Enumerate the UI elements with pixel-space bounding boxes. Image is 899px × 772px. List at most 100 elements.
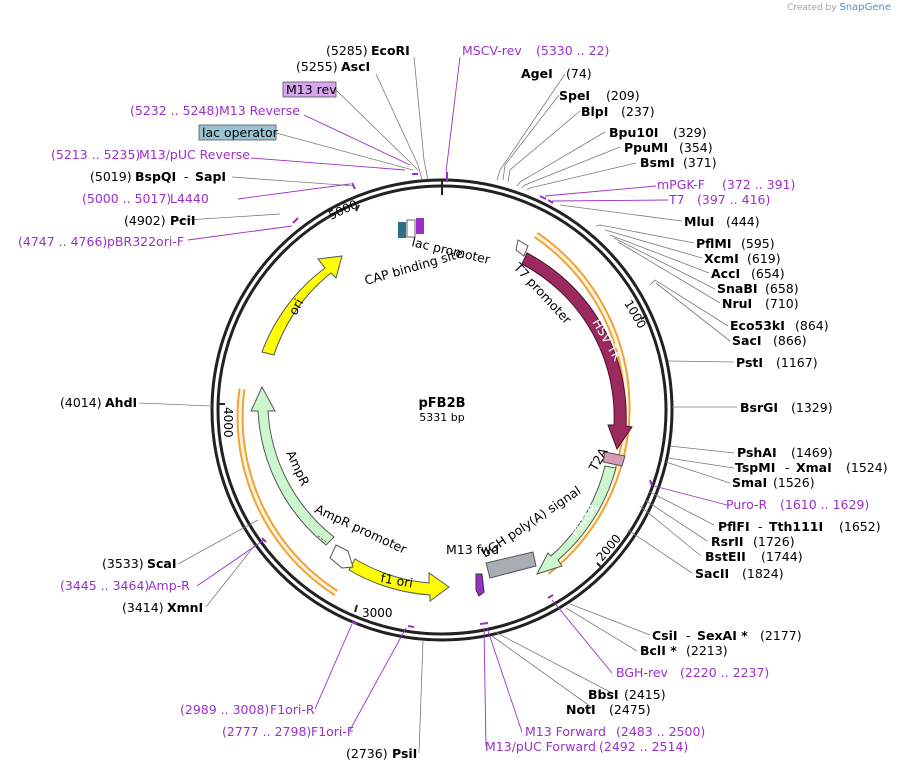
enzyme-sexai: SexAI * [697,628,748,643]
primer-f1ori-r: F1ori-R [270,702,315,717]
enzyme-bsteii: BstEII [705,549,746,564]
primer-mark-puro-r [649,479,653,487]
enzyme-snabi: SnaBI [717,281,758,296]
enzyme-acci-pos: (654) [751,266,785,281]
enzyme-agei-pos: (74) [566,66,592,81]
primer-mark-m13fwd [479,622,489,625]
snapgene-watermark: Created by SnapGene [787,2,891,13]
enzyme-csii-sep: - [686,628,691,643]
enzyme-psti-pos: (1167) [776,355,818,370]
enzyme-noti: NotI [566,702,596,717]
enzyme-pflmi: PflMI [696,236,732,251]
primer-mpgk-f-range: (372 .. 391) [722,177,795,192]
m13-fwd-feature [475,573,485,597]
cap-binding-site-feature [398,222,406,238]
primer-amp-r: Amp-R [148,578,190,593]
primer-marks [261,172,653,628]
tick-mark-1000 [640,315,648,320]
primer-leaders [187,56,728,747]
puror-feature [535,465,617,575]
m13-fwd-label: M13 fwd [446,542,499,557]
tick-mark-3000 [354,604,358,613]
primer-pbr322ori-f-range: (4747 .. 4766) [18,234,107,249]
primer-m13puc-reverse: M13/pUC Reverse [139,147,250,162]
enzyme-rsrii-pos: (1726) [753,534,795,549]
enzyme-tspmi: TspMI [735,460,775,475]
enzyme-bsmi-pos: (371) [683,155,717,170]
primer-mark-pbr322 [292,217,299,224]
m13-rev-box [282,81,337,98]
enzyme-bpu10i-pos: (329) [673,125,707,140]
ampr-promoter-feature [329,544,354,569]
enzyme-pflfi: PflFI [718,519,750,534]
enzyme-acci: AccI [711,266,740,281]
ori-feature [261,255,343,356]
primer-f1ori-f-range: (2777 .. 2798) [222,724,311,739]
tick-label-4000: 4000 [221,407,235,438]
primer-bgh-rev-range: (2220 .. 2237) [680,665,769,680]
enzyme-ecori: EcoRI [371,43,410,58]
primer-puro-r-range: (1610 .. 1629) [780,497,869,512]
primer-m13-forward: M13 Forward [525,724,606,739]
primer-l4440: L4440 [170,191,209,206]
t7-promoter-feature [515,239,529,257]
tick-label-3000: 3000 [362,606,393,620]
enzyme-sapi: SapI [195,169,226,184]
enzyme-psti: PstI [736,355,763,370]
enzyme-bspqi: BspQI [135,169,176,184]
enzyme-bbsi-pos: (2415) [624,687,666,702]
enzyme-smai-pos: (1526) [773,475,815,490]
lac-operator-box [198,124,277,141]
enzyme-eco53ki-pos: (864) [795,318,829,333]
created-by-text: Created by [787,3,837,13]
primer-mark-bgh [547,594,554,599]
primer-mark-f1ori-r [351,621,358,625]
enzyme-csii: CsiI [652,628,678,643]
ampr-internal-mark [317,535,327,543]
primer-mpgk-f: mPGK-F [657,177,705,192]
hsv-tk-feature [521,252,633,451]
enzyme-csii-pos: (2177) [760,628,802,643]
bgh-polya-feature [485,551,537,579]
enzyme-eco53ki: Eco53kI [730,318,785,333]
enzyme-smai: SmaI [732,475,767,490]
enzyme-pflmi-pos: (595) [741,236,775,251]
primer-mscv-rev-range: (5330 .. 22) [536,43,609,58]
enzyme-blpi-pos: (237) [621,104,655,119]
primer-m13puc-forward: M13/pUC Forward [485,739,596,754]
enzyme-tth111i: Tth111I [769,519,823,534]
enzyme-pshai-pos: (1469) [791,445,833,460]
enzyme-ppumi: PpuMI [624,140,668,155]
enzyme-snabi-pos: (658) [765,281,799,296]
primer-amp-r-range: (3445 .. 3464) [60,578,149,593]
ori-label: ori [285,296,306,317]
f1-ori-label: f1 ori [379,570,414,590]
primer-t7-range: (397 .. 416) [697,192,770,207]
enzyme-rsrii: RsrII [711,534,744,549]
enzyme-spei-pos: (209) [606,88,640,103]
primer-puro-r: Puro-R [726,497,767,512]
m13-rev-box-leader [335,89,419,171]
ampr-feature [250,385,335,546]
enzyme-scai: ScaI [147,556,177,571]
backbone-outer-ring [210,178,674,642]
enzyme-pshai: PshAI [737,445,777,460]
enzyme-bsteii-pos: (1744) [761,549,803,564]
enzyme-xcmi-pos: (619) [747,251,781,266]
primer-t7: T7 [668,192,685,207]
m13-rev-feature [416,218,424,234]
enzyme-xmni: XmnI [167,600,203,615]
primer-m13-reverse: M13 Reverse [219,103,300,118]
enzyme-scai-pos: (3533) [102,556,144,571]
primer-bgh-rev: BGH-rev [616,665,669,680]
lac-operator-box-leader [275,132,414,171]
primer-mscv-rev: MSCV-rev [462,43,522,58]
enzyme-pcii: PciI [170,213,196,228]
primer-m13puc-reverse-range: (5213 .. 5235) [51,147,140,162]
enzyme-bsmi: BsmI [640,155,675,170]
enzyme-ecori-pos: (5285) [326,43,368,58]
enzyme-xcmi: XcmI [704,251,739,266]
enzyme-mlui: MluI [684,214,714,229]
primer-l4440-range: (5000 .. 5017) [82,191,171,206]
